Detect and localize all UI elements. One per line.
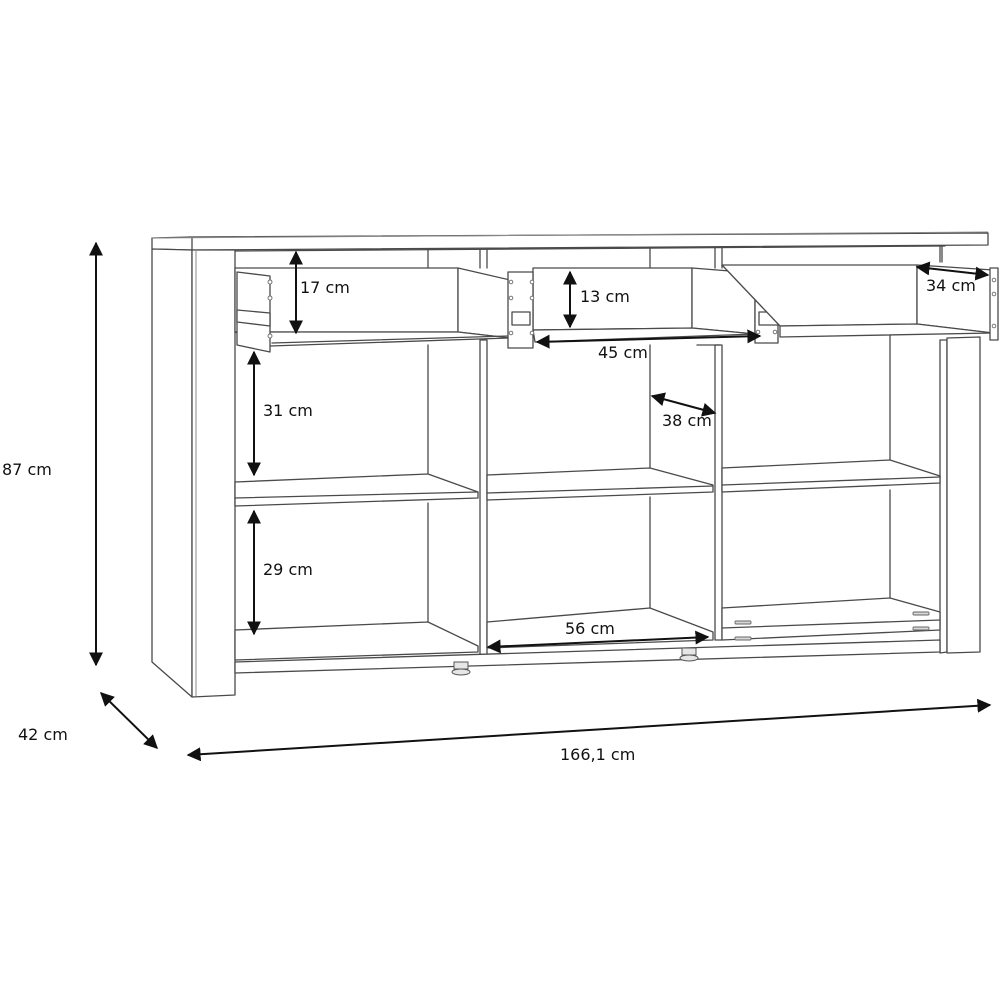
drawer-right-depth-arrow — [915, 261, 990, 281]
left-side-panel — [151, 248, 236, 698]
lower-compartment-height-label: 29 cm — [263, 560, 313, 579]
back-verticals — [427, 334, 891, 623]
dimension-arrows — [89, 241, 992, 762]
depth-label: 42 cm — [18, 725, 68, 744]
drawer-inner-width-label: 45 cm — [598, 343, 648, 362]
right-side-panel — [939, 245, 981, 654]
compartment-width-arrow — [486, 630, 710, 654]
shelf-pegs — [734, 611, 930, 641]
drawer-right-depth-label: 34 cm — [926, 276, 976, 295]
back-rail — [234, 245, 946, 269]
drawer-inner-width-arrow — [535, 329, 762, 349]
foot-left — [451, 661, 471, 676]
compartment-depth-arrow — [650, 392, 717, 417]
drawer-left-height-label: 17 cm — [300, 278, 350, 297]
height-label: 87 cm — [2, 460, 52, 479]
compartment-width-label: 56 cm — [565, 619, 615, 638]
width-label: 166,1 cm — [560, 745, 635, 764]
top-plate — [151, 231, 989, 251]
drawer-middle-height-label: 13 cm — [580, 287, 630, 306]
foot-middle — [679, 647, 699, 662]
compartment-depth-label: 38 cm — [662, 411, 712, 430]
middle-shelves — [234, 459, 941, 507]
upper-compartment-height-label: 31 cm — [263, 401, 313, 420]
dimension-labels: 87 cm 42 cm 166,1 cm 17 cm 13 cm 45 cm 3… — [2, 276, 976, 764]
width-arrow — [186, 698, 992, 762]
depth-arrow — [100, 692, 158, 749]
drawer-left — [234, 267, 531, 353]
drawer-right — [721, 264, 999, 341]
